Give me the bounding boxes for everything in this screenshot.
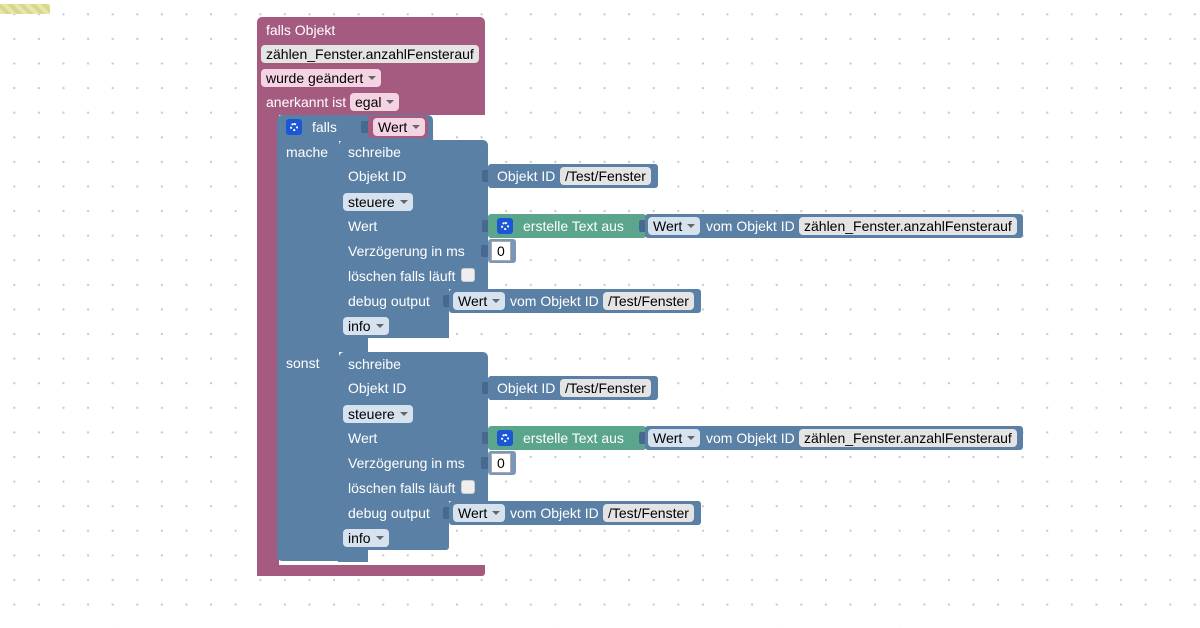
text-value-dropdown[interactable]: Wert bbox=[648, 429, 701, 447]
value-label: Wert bbox=[348, 430, 378, 446]
input-connector bbox=[443, 295, 451, 307]
trigger-object-id[interactable]: zählen_Fenster.anzahlFensterauf bbox=[261, 45, 479, 63]
gear-icon[interactable] bbox=[497, 218, 513, 234]
gear-icon[interactable] bbox=[286, 119, 302, 135]
text-create-label: erstelle Text aus bbox=[523, 430, 624, 446]
input-connector bbox=[361, 121, 369, 133]
chevron-down-icon bbox=[375, 324, 384, 328]
else-label: sonst bbox=[286, 355, 320, 371]
ack-value: egal bbox=[355, 94, 382, 110]
trigger-change-dropdown[interactable]: wurde geändert bbox=[261, 69, 382, 87]
then-label: mache bbox=[286, 144, 329, 160]
objid-value-label: Objekt ID bbox=[497, 380, 556, 396]
debug-from-label: vom Objekt ID bbox=[510, 293, 599, 309]
mode-value: steuere bbox=[348, 406, 395, 422]
debug-from-value[interactable]: /Test/Fenster bbox=[603, 292, 694, 310]
input-connector bbox=[482, 382, 490, 394]
mode-dropdown[interactable]: steuere bbox=[343, 193, 413, 211]
debug-value-dropdown-value: Wert bbox=[458, 505, 488, 521]
from-object-label: vom Objekt ID bbox=[706, 218, 795, 234]
clear-label: löschen falls läuft bbox=[348, 480, 456, 496]
delay-label: Verzögerung in ms bbox=[348, 243, 465, 259]
input-connector bbox=[639, 432, 647, 444]
clear-checkbox[interactable] bbox=[461, 268, 475, 282]
write-label: schreibe bbox=[348, 356, 401, 372]
chevron-down-icon bbox=[399, 200, 408, 204]
text-value-dropdown-value: Wert bbox=[653, 218, 683, 234]
workspace-toolbar-strip bbox=[0, 4, 50, 14]
text-create-label: erstelle Text aus bbox=[523, 218, 624, 234]
level-value: info bbox=[348, 530, 371, 546]
gear-icon[interactable] bbox=[497, 430, 513, 446]
input-connector bbox=[443, 507, 451, 519]
debug-label: debug output bbox=[348, 505, 430, 521]
chevron-down-icon bbox=[368, 76, 377, 80]
ack-label: anerkannt ist bbox=[266, 94, 347, 110]
debug-value-dropdown[interactable]: Wert bbox=[453, 292, 506, 310]
value-label: Wert bbox=[348, 218, 378, 234]
ack-dropdown[interactable]: egal bbox=[350, 93, 400, 111]
input-connector bbox=[482, 220, 490, 232]
input-connector bbox=[481, 245, 489, 257]
debug-from-label: vom Objekt ID bbox=[510, 505, 599, 521]
from-object-label: vom Objekt ID bbox=[706, 430, 795, 446]
objid-value[interactable]: /Test/Fenster bbox=[560, 379, 651, 397]
debug-value-dropdown[interactable]: Wert bbox=[453, 504, 506, 522]
chevron-down-icon bbox=[386, 100, 395, 104]
debug-from-value[interactable]: /Test/Fenster bbox=[603, 504, 694, 522]
condition-value: Wert bbox=[378, 119, 408, 135]
clear-label: löschen falls läuft bbox=[348, 268, 456, 284]
objid-label: Objekt ID bbox=[348, 380, 407, 396]
trigger-change-value: wurde geändert bbox=[266, 70, 364, 86]
condition-dropdown[interactable]: Wert bbox=[373, 118, 426, 136]
level-value: info bbox=[348, 318, 371, 334]
mode-value: steuere bbox=[348, 194, 395, 210]
from-object-value[interactable]: zählen_Fenster.anzahlFensterauf bbox=[799, 429, 1017, 447]
delay-input[interactable]: 0 bbox=[491, 241, 511, 261]
debug-label: debug output bbox=[348, 293, 430, 309]
text-value-dropdown[interactable]: Wert bbox=[648, 217, 701, 235]
chevron-down-icon bbox=[399, 412, 408, 416]
chevron-down-icon bbox=[687, 436, 696, 440]
delay-input[interactable]: 0 bbox=[491, 453, 511, 473]
input-connector bbox=[481, 457, 489, 469]
chevron-down-icon bbox=[375, 536, 384, 540]
input-connector bbox=[482, 170, 490, 182]
objid-value-label: Objekt ID bbox=[497, 168, 556, 184]
chevron-down-icon bbox=[492, 511, 501, 515]
chevron-down-icon bbox=[492, 299, 501, 303]
from-object-value[interactable]: zählen_Fenster.anzahlFensterauf bbox=[799, 217, 1017, 235]
objid-label: Objekt ID bbox=[348, 168, 407, 184]
write-label: schreibe bbox=[348, 144, 401, 160]
mode-dropdown[interactable]: steuere bbox=[343, 405, 413, 423]
clear-checkbox[interactable] bbox=[461, 480, 475, 494]
level-dropdown[interactable]: info bbox=[343, 529, 389, 547]
level-dropdown[interactable]: info bbox=[343, 317, 389, 335]
trigger-title: falls Objekt bbox=[266, 22, 336, 38]
input-connector bbox=[482, 432, 490, 444]
chevron-down-icon bbox=[687, 224, 696, 228]
chevron-down-icon bbox=[412, 125, 421, 129]
input-connector bbox=[639, 220, 647, 232]
text-value-dropdown-value: Wert bbox=[653, 430, 683, 446]
if-label: falls bbox=[312, 119, 337, 135]
debug-value-dropdown-value: Wert bbox=[458, 293, 488, 309]
objid-value[interactable]: /Test/Fenster bbox=[560, 167, 651, 185]
delay-label: Verzögerung in ms bbox=[348, 455, 465, 471]
